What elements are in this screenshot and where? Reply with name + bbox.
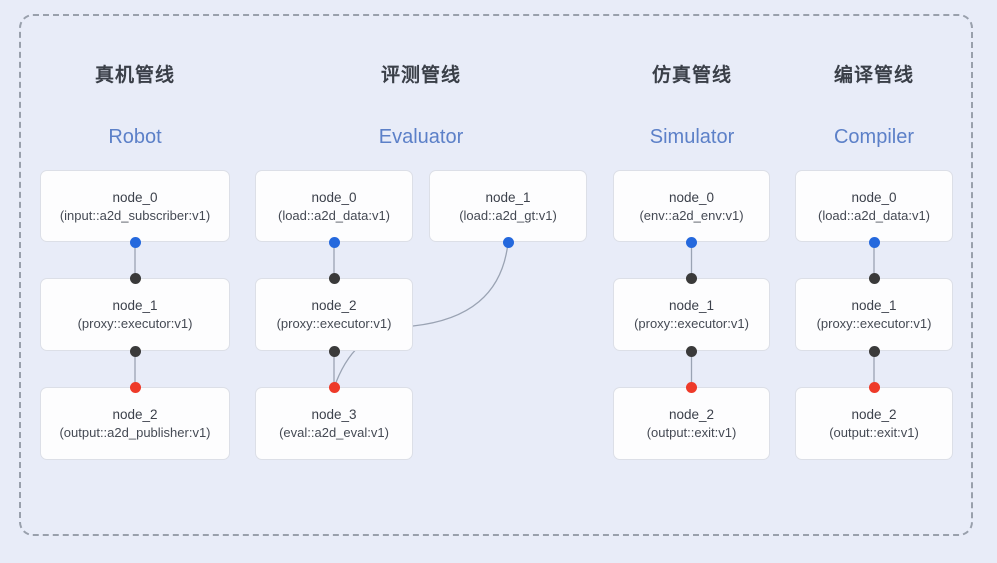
node-card-compiler-0: node_0 (load::a2d_data:v1)	[795, 170, 953, 242]
node-subtitle: (load::a2d_gt:v1)	[459, 207, 557, 223]
node-title: node_0	[851, 189, 897, 205]
node-title: node_0	[668, 189, 715, 205]
node-subtitle: (proxy::executor:v1)	[77, 316, 193, 331]
pipeline-title-cn-simulator: 仿真管线	[651, 65, 732, 86]
node-subtitle: (proxy::executor:v1)	[634, 316, 749, 331]
node-title: node_3	[311, 407, 357, 422]
node-subtitle: (output::a2d_publisher:v1)	[59, 425, 211, 440]
node-subtitle: (eval::a2d_eval:v1)	[279, 425, 389, 440]
port-dot-black	[328, 272, 340, 284]
node-card-compiler-2: node_2 (output::exit:v1)	[795, 387, 953, 460]
node-card-evaluator-0: node_0 (load::a2d_data:v1)	[255, 170, 413, 242]
port-dot-red	[129, 381, 141, 393]
node-card-evaluator-2: node_2 (proxy::executor:v1)	[255, 278, 413, 351]
port-dot-black	[868, 345, 880, 357]
port-dot-black	[686, 345, 697, 357]
pipeline-title-en-robot: Robot	[108, 126, 162, 148]
pipeline-title-cn-evaluator: 评测管线	[380, 65, 461, 86]
port-dot-blue	[868, 236, 880, 248]
pipeline-title-en-evaluator: Evaluator	[378, 126, 464, 148]
node-title: node_2	[112, 407, 158, 422]
port-dot-blue	[328, 236, 340, 248]
node-title: node_0	[311, 189, 357, 205]
node-card-robot-1: node_1 (proxy::executor:v1)	[40, 278, 230, 351]
node-subtitle: (load::a2d_data:v1)	[817, 207, 931, 223]
port-dot-blue	[502, 236, 514, 248]
pipeline-title-en-simulator: Simulator	[649, 126, 735, 148]
port-dot-black	[129, 345, 141, 357]
node-card-compiler-1: node_1 (proxy::executor:v1)	[795, 278, 953, 351]
pipeline-title-cn-robot: 真机管线	[94, 65, 175, 86]
node-title: node_1	[851, 298, 897, 313]
dashed-frame	[19, 14, 973, 536]
port-dot-black	[328, 345, 340, 357]
port-dot-blue	[686, 236, 697, 248]
node-subtitle: (load::a2d_data:v1)	[277, 207, 391, 223]
port-dot-black	[129, 272, 141, 284]
node-title: node_2	[668, 407, 715, 422]
wire-evaluator-1-3-curve	[334, 242, 509, 386]
pipeline-title-cn-compiler: 编译管线	[833, 65, 914, 86]
node-title: node_2	[851, 407, 897, 422]
node-subtitle: (env::a2d_env:v1)	[639, 207, 744, 223]
node-title: node_1	[112, 298, 158, 313]
node-card-simulator-2: node_2 (output::exit:v1)	[613, 387, 770, 460]
node-title: node_1	[485, 189, 531, 205]
node-title: node_0	[112, 189, 158, 205]
node-title: node_1	[668, 298, 715, 313]
port-dot-blue	[129, 236, 141, 248]
node-subtitle: (input::a2d_subscriber:v1)	[59, 207, 211, 223]
port-dot-black	[686, 272, 697, 284]
port-dot-red	[868, 381, 880, 393]
port-dot-red	[686, 381, 697, 393]
node-card-evaluator-3: node_3 (eval::a2d_eval:v1)	[255, 387, 413, 460]
pipeline-title-en-compiler: Compiler	[833, 126, 915, 148]
node-card-robot-0: node_0 (input::a2d_subscriber:v1)	[40, 170, 230, 242]
node-subtitle: (proxy::executor:v1)	[816, 316, 932, 331]
node-card-robot-2: node_2 (output::a2d_publisher:v1)	[40, 387, 230, 460]
port-dot-red	[328, 381, 340, 393]
node-title: node_2	[311, 298, 357, 313]
node-card-simulator-1: node_1 (proxy::executor:v1)	[613, 278, 770, 351]
port-dot-black	[868, 272, 880, 284]
node-subtitle: (output::exit:v1)	[646, 425, 737, 440]
node-card-evaluator-1: node_1 (load::a2d_gt:v1)	[429, 170, 587, 242]
node-card-simulator-0: node_0 (env::a2d_env:v1)	[613, 170, 770, 242]
node-subtitle: (output::exit:v1)	[829, 425, 919, 440]
node-subtitle: (proxy::executor:v1)	[276, 316, 392, 331]
